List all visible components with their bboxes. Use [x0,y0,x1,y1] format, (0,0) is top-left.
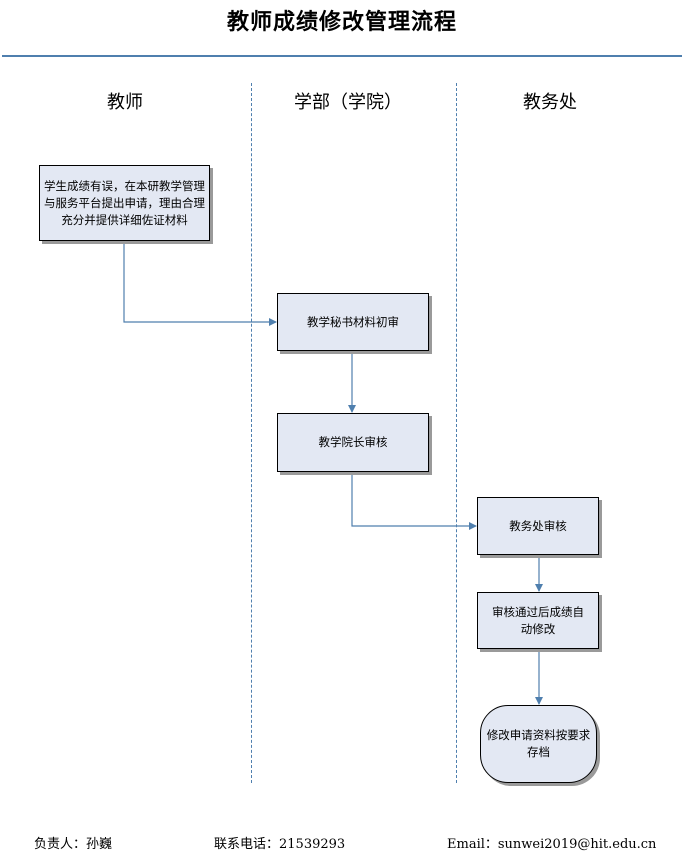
footer-owner: 负责人：孙巍 [34,837,113,852]
lane-label-department: 学部（学院） [294,92,402,113]
step-secretary-review: 教学秘书材料初审 [277,293,429,351]
footer-phone: 联系电话：21539293 [214,837,346,852]
step-dean-review: 教学院长审核 [277,413,429,472]
footer-email: Email：sunwei2019@hit.edu.cn [447,837,657,852]
step-teacher-apply: 学生成绩有误，在本研教学管理与服务平台提出申请，理由合理充分并提供详细佐证材料 [39,165,210,241]
lane-divider-1 [251,83,252,783]
step-auto-modify: 审核通过后成绩自动修改 [477,592,599,649]
connector-dean-to-affairs [351,472,477,530]
lane-label-academic-affairs: 教务处 [523,92,577,113]
page-title: 教师成绩修改管理流程 [226,10,457,35]
lane-divider-2 [456,83,457,783]
lane-label-teacher: 教师 [107,92,143,113]
step-archive: 修改申请资料按要求存档 [480,705,597,783]
connector-apply-to-secretary [123,241,277,326]
title-divider [2,55,682,57]
step-academic-affairs-review: 教务处审核 [477,497,599,555]
